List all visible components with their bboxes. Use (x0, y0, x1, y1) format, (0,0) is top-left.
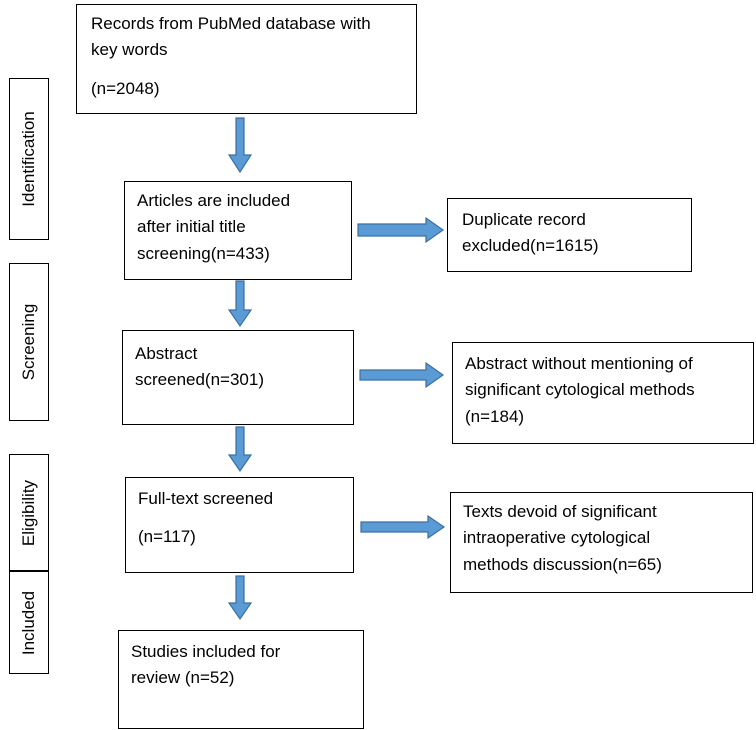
box-abstract: Abstract screened(n=301) (122, 330, 354, 425)
box-fulltext-excluded-line1: Texts devoid of significant (463, 502, 657, 521)
box-records-count: (n=2048) (91, 78, 160, 98)
box-abstract-line1: Abstract (135, 344, 198, 363)
box-abstract-excluded: Abstract without mentioning of significa… (452, 342, 754, 444)
box-fulltext-excluded-line3: methods discussion(n=65) (463, 554, 662, 574)
box-included-line1: Studies included for (131, 642, 281, 661)
phase-identification: Identification (9, 78, 49, 240)
box-abstract-excluded-line1: Abstract without mentioning of (465, 354, 693, 373)
box-records: Records from PubMed database with key wo… (76, 4, 417, 114)
box-title-screening-line3: screening(n=433) (137, 243, 270, 263)
box-records-line1: Records from PubMed database with (91, 14, 371, 33)
box-title-screening-line2: after initial title (137, 217, 246, 237)
box-records-line2: key words (91, 40, 168, 60)
arrow-right-3 (360, 514, 446, 540)
arrow-down-2 (227, 280, 253, 328)
arrow-down-3 (227, 426, 253, 473)
box-fulltext-excluded-line2: intraoperative cytological (463, 528, 651, 548)
box-fulltext-line1: Full-text screened (138, 489, 274, 508)
box-duplicates-line1: Duplicate record (462, 210, 586, 229)
arrow-right-2 (359, 361, 445, 389)
box-duplicates-line2: excluded(n=1615) (462, 236, 599, 256)
box-abstract-excluded-line3: (n=184) (465, 406, 525, 426)
box-fulltext-count: (n=117) (138, 527, 196, 547)
box-title-screening-line1: Articles are included (137, 191, 291, 210)
box-title-screening: Articles are included after initial titl… (124, 181, 352, 280)
arrow-right-1 (357, 216, 445, 244)
box-abstract-line2: screened(n=301) (135, 370, 265, 390)
phase-eligibility: Eligibility (9, 454, 49, 571)
box-fulltext-excluded: Texts devoid of significant intraoperati… (450, 492, 753, 593)
box-duplicates: Duplicate record excluded(n=1615) (447, 198, 692, 272)
box-included-line2: review (n=52) (131, 668, 235, 688)
box-included: Studies included for review (n=52) (118, 630, 364, 729)
arrow-down-1 (227, 117, 253, 174)
phase-screening: Screening (9, 263, 49, 421)
phase-included: Included (9, 571, 49, 674)
box-fulltext: Full-text screened (n=117) (125, 477, 354, 573)
box-abstract-excluded-line2: significant cytological methods (465, 380, 695, 400)
arrow-down-4 (227, 575, 253, 621)
